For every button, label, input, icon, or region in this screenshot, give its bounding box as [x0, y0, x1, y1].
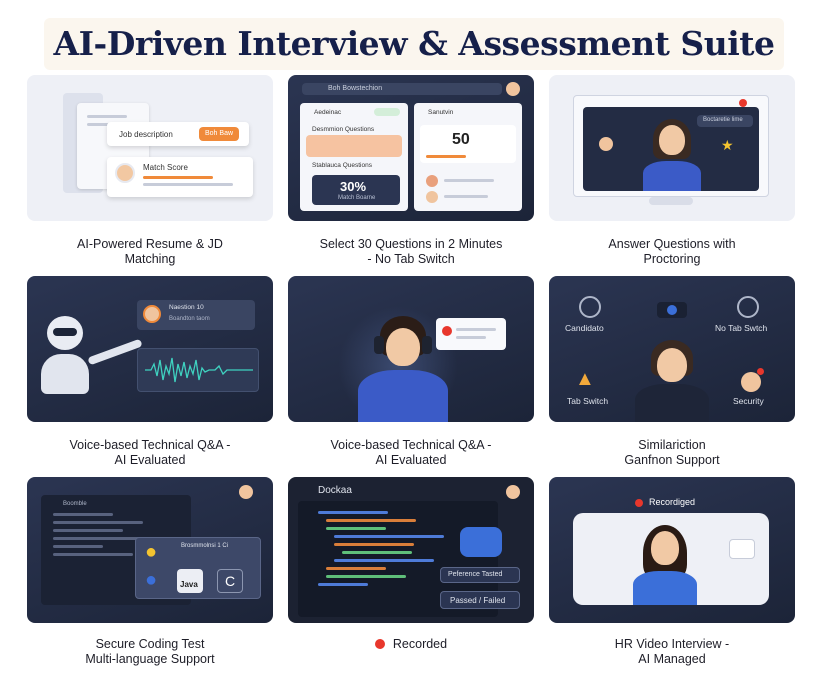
recording-label: Recordiged: [649, 497, 696, 507]
resume-matching-card: Job description Boh Baw Match Score: [27, 75, 273, 221]
no-tab-icon: [737, 296, 759, 318]
question-label: Naestion 10: [169, 304, 204, 311]
candidate-icon: [579, 296, 601, 318]
caption-voice-2: Voice-based Technical Q&A -AI Evaluated: [330, 438, 492, 467]
interviewer-face: [651, 531, 679, 565]
page-title: AI-Driven Interview & Assessment Suite: [53, 24, 775, 63]
security-label: Security: [733, 396, 764, 406]
candidate-avatar: [115, 163, 135, 183]
match-bar: [143, 176, 213, 179]
coding-test-card: Boomble Brosmmolnsi 1 Ci ● ● Java C: [27, 477, 273, 623]
voice-qa-card-1: Naestion 10 Boandton taom: [27, 276, 273, 422]
record-dot: [635, 499, 643, 507]
alert-dot: [757, 368, 764, 375]
robot-arm: [87, 338, 143, 366]
selected-question[interactable]: [306, 135, 402, 157]
result-button[interactable]: [440, 591, 520, 609]
java-tile[interactable]: [177, 569, 203, 593]
reply-icon[interactable]: [729, 539, 755, 559]
hr-video-card: Recordiged: [549, 477, 795, 623]
caption-select-questions: Select 30 Questions in 2 Minutes- No Tab…: [319, 237, 503, 266]
match-percent-box: [312, 175, 400, 205]
interviewer-avatar: [143, 305, 161, 323]
timer-header: Sanutvin: [428, 109, 454, 116]
python-icon[interactable]: ●: [145, 541, 158, 563]
security-avatar: [741, 372, 761, 392]
user-avatar: [506, 82, 520, 96]
voice-qa-card-2: [288, 276, 534, 422]
question-group-1: Desmmion Questions: [312, 126, 375, 133]
user-avatar: [239, 485, 253, 499]
reference-label: Peference Tasted: [448, 571, 503, 578]
list-header: Aedeinac: [314, 109, 342, 116]
candidate-face: [386, 328, 420, 366]
user-avatar-2: [426, 191, 438, 203]
candidate-body: [358, 370, 448, 422]
title-banner: AI-Driven Interview & Assessment Suite: [44, 18, 784, 70]
match-percent-label: Match Boarne: [338, 195, 376, 201]
status-badge: [374, 108, 400, 116]
voice-waveform: [145, 357, 253, 383]
c-tile[interactable]: [217, 569, 243, 593]
language-header: Brosmmolnsi 1 Ci: [181, 543, 229, 549]
interviewer-body: [633, 571, 697, 605]
container-icon: [460, 527, 502, 557]
docker-title: Dockaa: [318, 485, 352, 496]
anti-cheat-card: Candidato No Tab Swtch ▲ Tab Switch Secu…: [549, 276, 795, 422]
java-label: Java: [180, 580, 198, 589]
mic-icon: [442, 326, 452, 336]
result-label: Passed / Failed: [450, 596, 506, 605]
candidate-label: Candidato: [565, 323, 604, 333]
match-score-label: Match Score: [143, 163, 188, 172]
editor-title: Boomble: [63, 501, 87, 507]
no-tab-switch-label: No Tab Swtch: [715, 323, 768, 333]
candidate-body: [643, 161, 701, 191]
match-percent: 30%: [340, 179, 367, 194]
reference-button[interactable]: [440, 567, 520, 583]
record-dot: [739, 99, 747, 107]
proctoring-card: Boctaretie lime ★: [549, 75, 795, 221]
python-icon-alt[interactable]: ●: [145, 569, 158, 591]
user-avatar-1: [426, 175, 438, 187]
hand-icon: [599, 137, 613, 151]
c-label: C: [225, 573, 236, 589]
caption-voice-1: Voice-based Technical Q&A -AI Evaluated: [69, 438, 231, 467]
match-button-label: Boh Baw: [205, 130, 234, 137]
search-label: Boh Bowstechion: [328, 85, 383, 92]
user-avatar: [506, 485, 520, 499]
candidate-body: [635, 384, 709, 422]
warning-icon: ▲: [575, 368, 595, 390]
chip: [697, 115, 753, 127]
counter-bar: [426, 155, 466, 158]
star-icon: ★: [721, 137, 734, 153]
caption-hr-video: HR Video Interview -AI Managed: [614, 637, 730, 666]
question-sub: Boandton taom: [169, 316, 210, 322]
search-bar: [302, 83, 502, 95]
docker-card: Dockaa Peference Tasted Passed / Failed: [288, 477, 534, 623]
camera-lens: [667, 305, 677, 315]
match-button[interactable]: [199, 127, 239, 141]
candidate-face: [659, 125, 685, 155]
question-select-card: Boh Bowstechion Aedeinac Desmmion Questi…: [288, 75, 534, 221]
headphone-right: [422, 336, 432, 354]
headphone-left: [374, 336, 384, 354]
question-group-2: Stablauca Questions: [312, 162, 372, 169]
tab-switch-label: Tab Switch: [567, 396, 609, 406]
record-dot: [374, 639, 385, 649]
monitor-stand: [649, 197, 693, 205]
question-counter: 50: [452, 131, 470, 148]
robot-visor: [53, 328, 77, 336]
job-description-label: Job description: [119, 130, 173, 139]
robot-body: [41, 354, 89, 394]
chip-label: Boctaretie lime: [703, 117, 743, 123]
caption-docker: Recorded: [288, 637, 534, 652]
candidate-face: [657, 348, 687, 382]
